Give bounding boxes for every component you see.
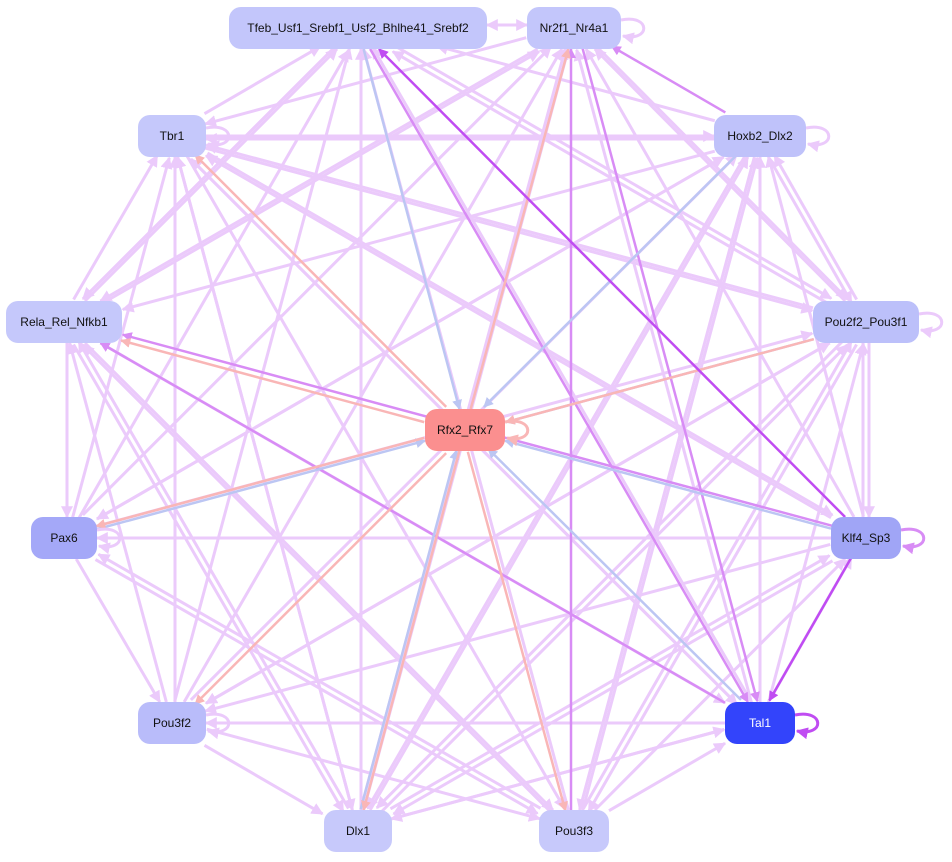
edge-Ta-X [487,447,742,701]
edge-Px-P2 [74,558,162,704]
edge-P-D [375,339,844,809]
self-loop-Ta [794,712,820,740]
node-label: Tfeb_Usf1_Srebf1_Usf2_Bhlhe41_Srebf2 [247,21,469,35]
node-nr2f1-nr4a1[interactable]: Nr2f1_Nr4a1 [527,7,621,49]
edge-K-X [504,438,832,530]
edge-N-R [99,47,539,303]
node-label: Pax6 [50,531,78,545]
edge-Ta-D [390,728,725,822]
node-label: Nr2f1_Nr4a1 [539,21,609,35]
edge-H-T [435,43,716,123]
edge-R-P3 [83,341,555,812]
self-loop-Tb [205,125,231,153]
edge-Tb-P [204,146,814,314]
edge-P2-N [182,47,564,703]
node-label: Tal1 [748,716,771,730]
edge-R-T [83,47,339,303]
edge-X-R [120,338,425,424]
self-loop-P2 [205,712,231,740]
edge-P-H [773,154,858,301]
edge-Px-N [81,45,552,516]
edge-Ta-N [573,48,753,704]
edge-Tb-K [206,151,834,517]
edge-P-T [391,50,829,305]
node-label: Tbr1 [159,129,185,143]
edge-N-Ta [581,47,760,703]
edge-Px-P3 [94,558,539,815]
node-pou3f3[interactable]: Pou3f3 [539,810,609,852]
edge-P3-K [593,557,847,812]
edge-K-Tb [204,154,832,520]
edge-Tb-T [203,45,322,115]
edge-K-Ta [768,556,853,702]
edge-H-Px [95,155,725,521]
edge-D-H [368,155,750,811]
edge-R-Tb [72,154,159,301]
node-tbr1[interactable]: Tbr1 [138,115,206,157]
edge-P-Tb [204,142,814,310]
edge-P3-Ta [608,742,727,812]
node-hoxb2-dlx2[interactable]: Hoxb2_Dlx2 [714,115,806,157]
node-label: Pou2f2_Pou3f1 [824,315,908,329]
node-pou2f2-pou3f1[interactable]: Pou2f2_Pou3f1 [813,301,919,343]
node-pax6[interactable]: Pax6 [31,517,97,559]
edge-X-N [469,48,571,410]
edge-P2-D [203,744,324,816]
self-loop-P [918,311,944,339]
edge-P-P3 [587,343,858,813]
edge-Ta-R [99,341,726,704]
edge-X-Px [95,436,425,529]
self-loop-Px [96,527,122,555]
self-loop-K [900,527,926,555]
edge-D-R [77,340,350,810]
edge-Px-X [96,438,426,531]
edge-T-Ta [369,48,749,703]
self-loop-X [504,419,530,447]
node-rela-rel-nfkb1[interactable]: Rela_Rel_Nfkb1 [6,301,122,343]
node-dlx1[interactable]: Dlx1 [324,810,392,852]
edge-H-D [366,154,747,810]
edge-D-K [389,554,831,811]
node-tfeb-usf1-srebf1-usf2-bhlhe41-srebf2[interactable]: Tfeb_Usf1_Srebf1_Usf2_Bhlhe41_Srebf2 [229,7,487,49]
node-pou3f2[interactable]: Pou3f2 [138,702,206,744]
node-label: Pou3f3 [554,824,594,838]
edge-P-N [593,47,847,303]
edge-P2-T [173,47,353,702]
self-loop-H [805,125,831,153]
edge-X-P3 [466,451,568,812]
edge-R-N [101,50,541,305]
edge-D-P [380,344,849,814]
edge-D-X [359,449,460,810]
edge-P-P2 [204,341,831,705]
node-tal1[interactable]: Tal1 [725,702,795,744]
edge-Px-Tb [71,156,173,519]
edge-X-D [361,450,461,811]
node-rfx2-rfx7[interactable]: Rfx2_Rfx7 [425,409,505,451]
node-label: Pou3f2 [152,716,192,730]
edge-H-P [768,157,853,304]
edge-P-X [504,337,815,425]
edge-Ta-T [371,46,752,702]
edge-Tb-P3 [185,154,566,810]
edge-H-N [610,45,726,114]
node-label: Rela_Rel_Nfkb1 [20,315,108,329]
edge-T-X [362,48,462,410]
node-label: Rfx2_Rfx7 [436,423,494,437]
edge-N-Tb [204,36,527,127]
edge-K-T [378,48,846,518]
node-klf4-sp3[interactable]: Klf4_Sp3 [831,517,901,559]
edge-N-P [595,45,849,300]
edge-T-P [395,45,833,300]
self-loop-N [620,17,646,45]
node-label: Klf4_Sp3 [841,531,891,545]
edge-P3-R [81,344,552,814]
edge-X-Tb [194,153,448,408]
edge-T-R [81,45,336,300]
node-label: Dlx1 [345,824,370,838]
edge-X-P2 [194,452,448,706]
node-label: Hoxb2_Dlx2 [727,129,793,143]
